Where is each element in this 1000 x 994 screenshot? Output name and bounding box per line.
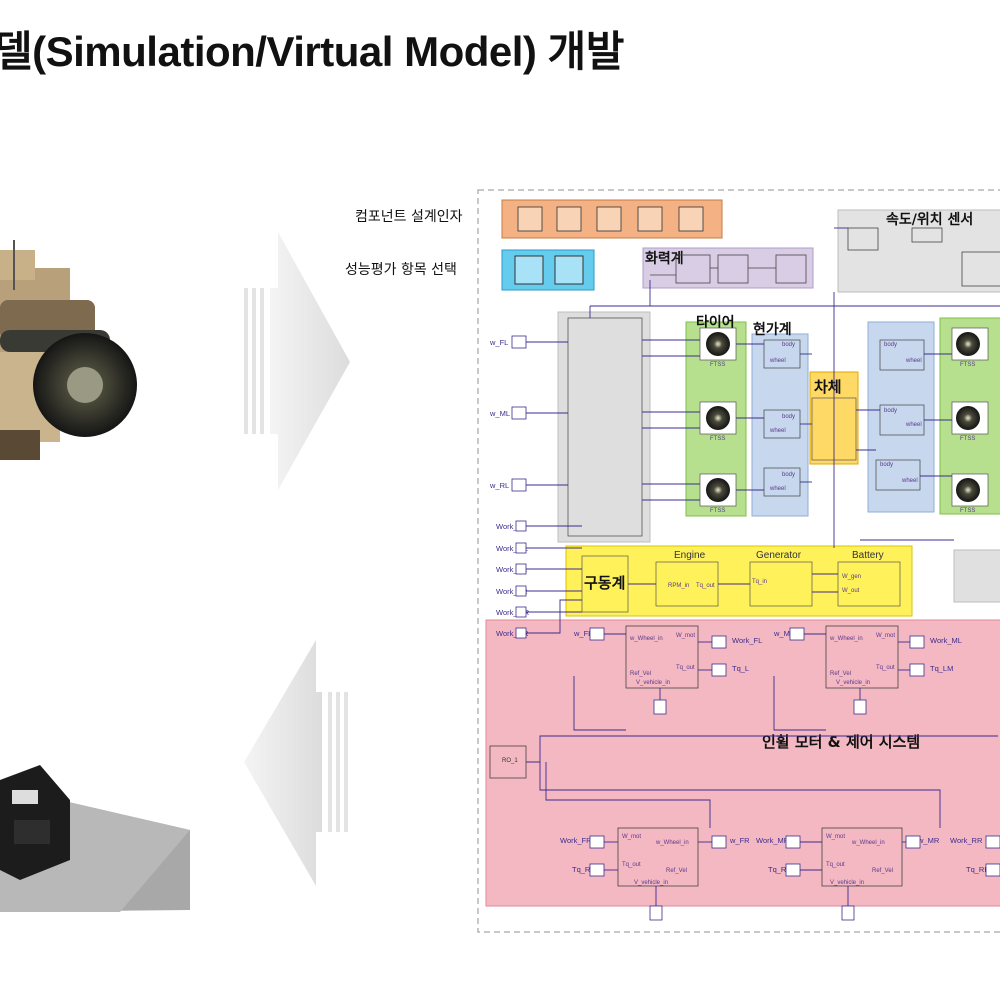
port-label: FTSS [710,436,725,442]
port-label: W_mot [826,834,845,840]
port-label: Work_MR [756,836,790,845]
port-label: Work_RR [950,836,983,845]
port-label: body [782,414,795,420]
port-label: Tq_out [676,665,695,671]
port-label: Tq_out [876,665,895,671]
port-label: V_vehicle_in [830,880,864,886]
inwheel-group [485,619,1000,907]
port-label: w_RL [489,481,509,490]
port-label: RPM_in [668,583,689,589]
generator-label: Generator [756,550,802,561]
port-label: body [782,472,795,478]
diagram-frame [477,189,1000,933]
tire-icon [699,327,737,507]
port-label: Tq_RM [768,865,793,874]
performance-legend-label: 성능평가 항목 선택 [345,262,457,278]
port-label: w_FL [489,338,508,347]
port-label: Work_ML [496,544,528,553]
battery-label: Battery [852,550,884,561]
port-label: Tq_out [826,862,845,868]
port-label: Work_RL [496,565,527,574]
port-label: FTSS [710,362,725,368]
port-label: w_FR [729,836,750,845]
engine-label: Engine [674,550,706,561]
port-label: w_Wheel_in [629,636,663,642]
port-label: Work_FR [496,587,528,596]
port-label: body [884,408,897,414]
port-label: Tq_LM [930,664,953,673]
port-label: wheel [769,358,786,364]
port-label: w_FL [573,629,592,638]
sensor-label: 속도/위치 센서 [886,212,973,228]
port-label: V_vehicle_in [636,680,670,686]
port-label: Tq_in [752,579,767,585]
port-label: wheel [901,478,918,484]
port-label: W_out [842,588,860,594]
port-label: W_gen [842,574,861,580]
port-label: FTSS [710,508,725,514]
port-label: W_mot [622,834,641,840]
port-label: Work_FL [496,522,526,531]
port-label: W_mot [876,633,895,639]
powertrain-group [565,545,913,617]
port-label: Ref_Vel [666,868,687,874]
port-label: Work_FL [732,636,762,645]
port-label: body [782,342,795,348]
port-label: Ref_Vel [630,671,651,677]
port-label: V_vehicle_in [634,880,668,886]
component-legend-label: 컴포넌트 설계인자 [355,209,463,225]
robot-model-image [0,765,190,912]
arrow-left-icon [244,640,348,886]
port-label: FTSS [960,362,975,368]
port-label: V_vehicle_in [836,680,870,686]
vehicle-photo [0,240,137,460]
suspension-right-group [867,321,935,513]
page-title: 델(Simulation/Virtual Model) 개발 [0,28,624,75]
powertrain-label: 구동계 [584,574,625,592]
port-label: body [880,462,893,468]
port-label: body [884,342,897,348]
inwheel-label: 인휠 모터 & 제어 시스템 [762,733,920,751]
port-label: RO_1 [502,758,518,764]
tire-label: 타이어 [696,314,735,331]
port-label: Tq_out [622,862,641,868]
suspension-group [751,333,809,517]
sensor-group [837,209,1000,293]
port-label: wheel [769,486,786,492]
port-label: Work_ML [930,636,962,645]
port-label: Tq_L [732,664,749,673]
port-label: w_Wheel_in [851,840,885,846]
port-label: w_ML [773,629,794,638]
port-label: Tq_RR [966,865,990,874]
port-label: wheel [905,358,922,364]
arrow-right-icon [244,232,350,490]
port-label: Work_RR [496,629,529,638]
port-label: w_ML [489,409,510,418]
suspension-label: 현가계 [753,322,792,338]
port-label: FTSS [960,508,975,514]
port-label: wheel [769,428,786,434]
port-label: Tq_out [696,583,715,589]
port-label: Ref_Vel [830,671,851,677]
port-label: wheel [905,422,922,428]
port-label: Ref_Vel [872,868,893,874]
distribution-group [557,311,651,543]
port-label: W_mot [676,633,695,639]
port-label: FTSS [960,436,975,442]
port-label: Tq_R [572,865,591,874]
port-label: Work_MR [496,608,530,617]
port-label: w_Wheel_in [655,840,689,846]
port-label: w_MR [917,836,940,845]
firepower-label: 화력계 [645,251,684,267]
port-label: Work_FR [560,836,592,845]
port-label: w_Wheel_in [829,636,863,642]
chassis-label: 차체 [814,378,842,396]
